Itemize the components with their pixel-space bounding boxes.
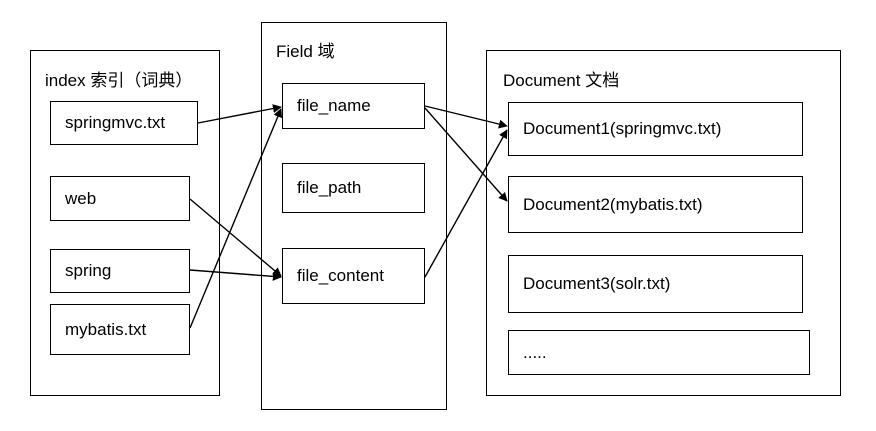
field-panel-title: Field 域 [276,42,335,61]
document-2: Document2(mybatis.txt) [508,176,803,233]
document-panel-title: Document 文档 [503,71,620,90]
index-term-springmvc: springmvc.txt [50,101,198,145]
index-term-spring: spring [50,249,190,293]
field-panel: Field 域 [261,22,447,410]
index-term-web: web [50,176,190,221]
document-more: ..... [508,330,810,375]
field-file-content: file_content [282,248,425,304]
index-term-mybatis: mybatis.txt [50,304,190,355]
document-3: Document3(solr.txt) [508,255,803,313]
field-file-name: file_name [282,83,425,129]
index-panel-title: index 索引（词典） [45,71,193,90]
document-1: Document1(springmvc.txt) [508,102,803,156]
field-file-path: file_path [282,163,425,213]
